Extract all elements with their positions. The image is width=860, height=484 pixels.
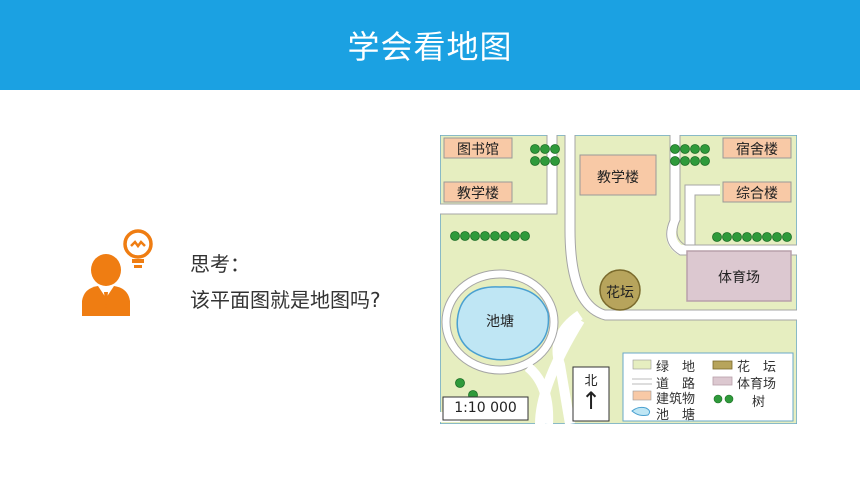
flower-bed-label: 花坛 bbox=[606, 285, 634, 301]
stadium-label: 体育场 bbox=[718, 270, 760, 286]
legend-stadium-label: 体育场 bbox=[737, 377, 777, 392]
north-arrow-icon: ↑ bbox=[580, 387, 602, 415]
question-text: 思考： 该平面图就是地图吗? bbox=[190, 246, 381, 318]
campus-map: 图书馆 教学楼 教学楼 宿舍楼 综合楼 体育场 花坛 池塘 1:10 000 北… bbox=[440, 135, 797, 424]
legend-green-label: 绿 地 bbox=[656, 360, 696, 375]
legend-building-label: 建筑物 bbox=[656, 392, 696, 407]
legend-flower-label: 花 坛 bbox=[737, 360, 777, 375]
complex-building-label: 综合楼 bbox=[736, 186, 778, 202]
teaching-building-left-label: 教学楼 bbox=[457, 186, 499, 202]
legend-tree-label: 树 bbox=[752, 395, 766, 410]
scale-label: 1:10 000 bbox=[454, 400, 517, 416]
map-drawing bbox=[440, 135, 797, 424]
legend-road-label: 道 路 bbox=[656, 377, 696, 392]
legend-pond-label: 池 塘 bbox=[656, 408, 696, 423]
question-line-2: 该平面图就是地图吗? bbox=[190, 288, 381, 312]
teaching-building-center-label: 教学楼 bbox=[597, 170, 639, 186]
page-title: 学会看地图 bbox=[347, 28, 513, 66]
library-label: 图书馆 bbox=[457, 142, 499, 158]
thinking-person-icon bbox=[82, 229, 153, 316]
north-label: 北 bbox=[584, 374, 598, 389]
dormitory-label: 宿舍楼 bbox=[736, 142, 778, 158]
pond-label: 池塘 bbox=[486, 314, 514, 330]
question-line-1: 思考： bbox=[190, 252, 250, 276]
header-banner: 学会看地图 bbox=[0, 0, 860, 90]
